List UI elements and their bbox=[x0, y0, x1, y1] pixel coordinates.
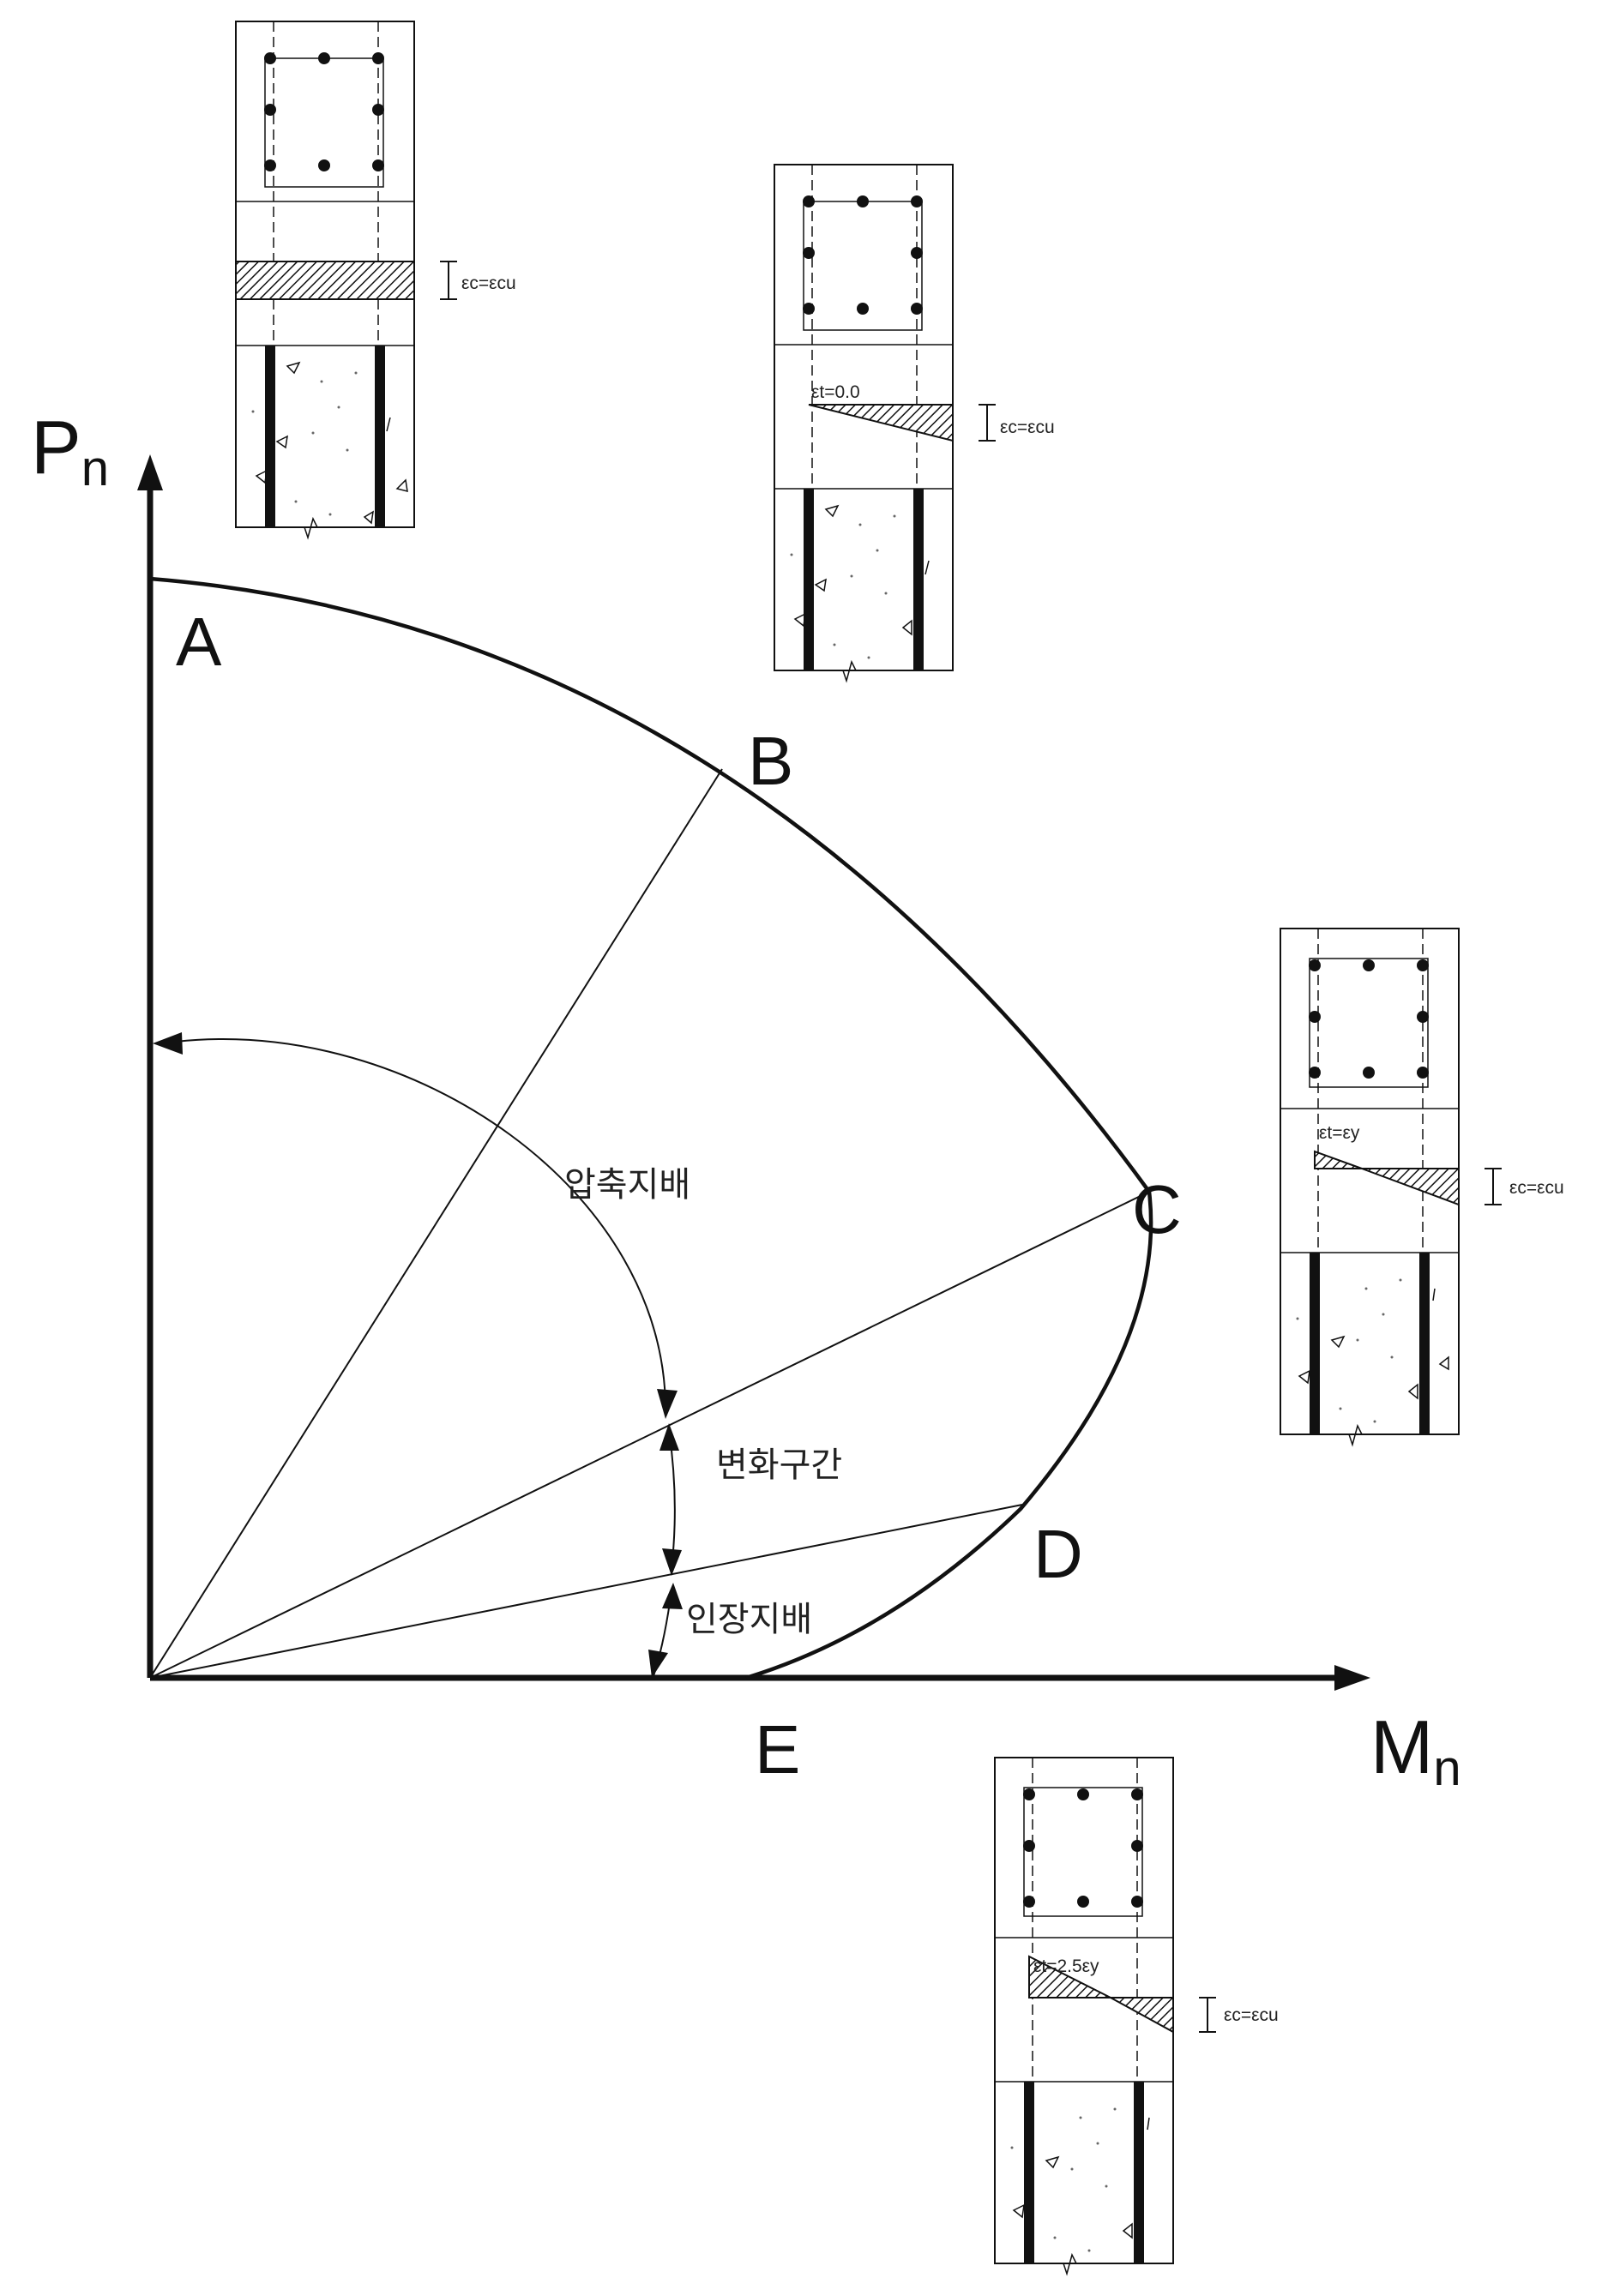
arc-arrowhead-icon bbox=[657, 1389, 678, 1419]
line-to-D bbox=[149, 1504, 1023, 1679]
point-C-label: C bbox=[1132, 1171, 1182, 1247]
region-arcs bbox=[153, 1032, 683, 1678]
point-A-label: A bbox=[176, 604, 222, 680]
arc-arrowhead-icon bbox=[648, 1650, 668, 1678]
section-E-strain-label: εc=εcu bbox=[1224, 2005, 1279, 2025]
interaction-curve-upper bbox=[149, 576, 1151, 1193]
section-E-strain-top-label: εt=2.5εy bbox=[1033, 1956, 1099, 1976]
section-sketch-A bbox=[235, 21, 457, 540]
transition-arc bbox=[668, 1429, 676, 1570]
y-axis-arrowhead-icon bbox=[137, 454, 163, 490]
x-axis-arrowhead-icon bbox=[1334, 1665, 1370, 1691]
arc-arrowhead-icon bbox=[153, 1032, 183, 1055]
y-axis-label: Pn bbox=[31, 405, 109, 496]
section-C-strain-label: εc=εcu bbox=[1509, 1178, 1564, 1198]
arc-arrowhead-icon bbox=[659, 1423, 679, 1451]
section-sketch-C bbox=[1280, 928, 1502, 1447]
line-to-B bbox=[149, 768, 723, 1679]
transition-zone-label: 변화구간 bbox=[716, 1446, 842, 1485]
point-D-label: D bbox=[1033, 1516, 1083, 1592]
line-to-C bbox=[149, 1191, 1150, 1679]
section-B-strain-label: εc=εcu bbox=[1000, 418, 1055, 437]
interaction-curve-lower bbox=[745, 1191, 1153, 1680]
x-axis-label: Mn bbox=[1370, 1704, 1461, 1796]
tension-controlled-label: 인장지배 bbox=[686, 1600, 812, 1639]
section-sketch-B bbox=[774, 164, 996, 683]
arc-arrowhead-icon bbox=[662, 1583, 683, 1609]
compression-controlled-label: 압축지배 bbox=[564, 1165, 690, 1205]
axes bbox=[137, 454, 1370, 1691]
point-E-label: E bbox=[755, 1711, 800, 1788]
compression-arc bbox=[175, 1038, 667, 1415]
arc-arrowhead-icon bbox=[662, 1548, 682, 1576]
point-B-label: B bbox=[748, 723, 793, 799]
section-sketch-E bbox=[994, 1757, 1216, 2276]
section-C-strain-top-label: εt=εy bbox=[1319, 1123, 1360, 1143]
section-B-strain-top-label: εt=0.0 bbox=[811, 382, 860, 402]
section-A-strain-label: εc=εcu bbox=[461, 273, 516, 293]
